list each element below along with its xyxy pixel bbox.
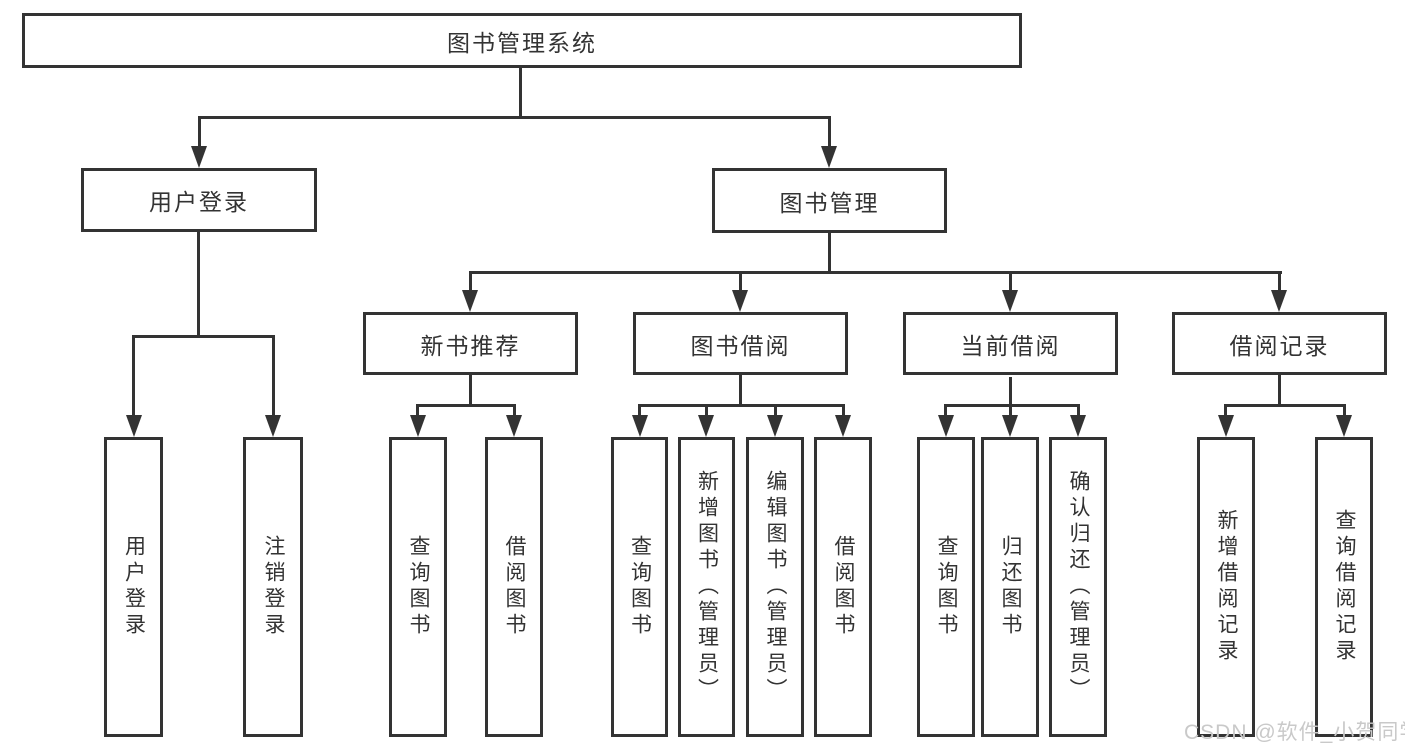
connector-line	[1077, 404, 1080, 417]
arrow-down-icon	[1002, 415, 1018, 437]
connector-line	[1278, 271, 1281, 293]
arrow-down-icon	[191, 146, 207, 168]
node-new-book-recommend: 新书推荐	[363, 312, 578, 375]
connector-line	[469, 271, 472, 293]
node-library-system-label: 图书管理系统	[447, 29, 597, 56]
connector-line	[774, 404, 777, 417]
connector-line	[638, 404, 845, 407]
arrow-down-icon	[410, 415, 426, 437]
connector-line	[739, 271, 742, 293]
leaf-borrowing-borrow-books-label: 借阅图书	[832, 535, 856, 639]
leaf-newbooks-borrow-books-label: 借阅图书	[503, 535, 527, 639]
arrow-down-icon	[462, 290, 478, 312]
connector-line	[842, 404, 845, 417]
node-book-borrowing-label: 图书借阅	[690, 332, 791, 359]
arrow-down-icon	[732, 290, 748, 312]
connector-line	[197, 232, 200, 338]
leaf-logout-label: 注销登录	[262, 535, 286, 639]
connector-line	[638, 404, 641, 417]
connector-line	[1224, 404, 1346, 407]
arrow-down-icon	[938, 415, 954, 437]
leaf-current-return-books: 归还图书	[981, 437, 1039, 737]
arrow-down-icon	[126, 415, 142, 437]
connector-line	[469, 271, 1282, 274]
arrow-down-icon	[767, 415, 783, 437]
connector-line	[513, 404, 516, 417]
arrow-down-icon	[1070, 415, 1086, 437]
connector-line	[944, 404, 1080, 407]
leaf-borrowing-query-books: 查询图书	[611, 437, 668, 737]
connector-line	[828, 233, 831, 274]
arrow-down-icon	[506, 415, 522, 437]
arrow-down-icon	[1271, 290, 1287, 312]
arrow-down-icon	[835, 415, 851, 437]
connector-line	[1009, 271, 1012, 293]
connector-line	[1009, 377, 1012, 407]
connector-line	[272, 335, 275, 417]
watermark: CSDN @软件_小贺同学	[1184, 721, 1405, 744]
leaf-current-query-books: 查询图书	[917, 437, 975, 737]
leaf-current-return-books-label: 归还图书	[999, 535, 1023, 639]
leaf-newbooks-borrow-books: 借阅图书	[485, 437, 543, 737]
node-book-management: 图书管理	[712, 168, 947, 233]
leaf-borrowing-edit-books-admin-label: 编辑图书（管理员）	[764, 470, 788, 704]
node-borrowing-records-label: 借阅记录	[1229, 332, 1330, 359]
node-current-borrowing: 当前借阅	[903, 312, 1118, 375]
node-user-login: 用户登录	[81, 168, 317, 232]
node-library-system: 图书管理系统	[22, 13, 1022, 68]
leaf-newbooks-query-books-label: 查询图书	[407, 535, 431, 639]
leaf-current-query-books-label: 查询图书	[935, 535, 959, 639]
connector-line	[132, 335, 275, 338]
leaf-user-login-label: 用户登录	[122, 535, 146, 639]
connector-line	[198, 116, 831, 119]
connector-line	[519, 68, 522, 119]
arrow-down-icon	[821, 146, 837, 168]
connector-line	[944, 404, 947, 417]
arrow-down-icon	[1002, 290, 1018, 312]
arrow-down-icon	[1336, 415, 1352, 437]
connector-line	[416, 404, 419, 417]
connector-line	[739, 375, 742, 407]
node-book-management-label: 图书管理	[779, 189, 880, 216]
leaf-user-login: 用户登录	[104, 437, 163, 737]
arrow-down-icon	[1218, 415, 1234, 437]
connector-line	[828, 116, 831, 147]
leaf-borrowing-add-books-admin-label: 新增图书（管理员）	[695, 470, 719, 704]
leaf-borrowing-add-books-admin: 新增图书（管理员）	[678, 437, 735, 737]
connector-line	[1278, 375, 1281, 407]
leaf-borrowing-borrow-books: 借阅图书	[814, 437, 872, 737]
leaf-current-confirm-return-admin-label: 确认归还（管理员）	[1067, 470, 1091, 704]
node-borrowing-records: 借阅记录	[1172, 312, 1387, 375]
arrow-down-icon	[265, 415, 281, 437]
node-current-borrowing-label: 当前借阅	[960, 332, 1061, 359]
leaf-current-confirm-return-admin: 确认归还（管理员）	[1049, 437, 1107, 737]
connector-line	[469, 375, 472, 407]
leaf-records-add-record: 新增借阅记录	[1197, 437, 1255, 737]
leaf-records-query-record: 查询借阅记录	[1315, 437, 1373, 737]
node-new-book-recommend-label: 新书推荐	[420, 332, 521, 359]
connector-line	[1009, 404, 1012, 417]
connector-line	[132, 335, 135, 417]
leaf-logout: 注销登录	[243, 437, 303, 737]
node-user-login-label: 用户登录	[149, 189, 249, 215]
arrow-down-icon	[698, 415, 714, 437]
connector-line	[198, 116, 201, 147]
leaf-newbooks-query-books: 查询图书	[389, 437, 447, 737]
node-book-borrowing: 图书借阅	[633, 312, 848, 375]
connector-line	[1343, 404, 1346, 417]
leaf-borrowing-query-books-label: 查询图书	[628, 535, 652, 639]
leaf-borrowing-edit-books-admin: 编辑图书（管理员）	[746, 437, 804, 737]
arrow-down-icon	[632, 415, 648, 437]
connector-line	[1224, 404, 1227, 417]
leaf-records-add-record-label: 新增借阅记录	[1215, 509, 1239, 665]
connector-line	[705, 404, 708, 417]
connector-line	[416, 404, 516, 407]
leaf-records-query-record-label: 查询借阅记录	[1333, 509, 1357, 665]
